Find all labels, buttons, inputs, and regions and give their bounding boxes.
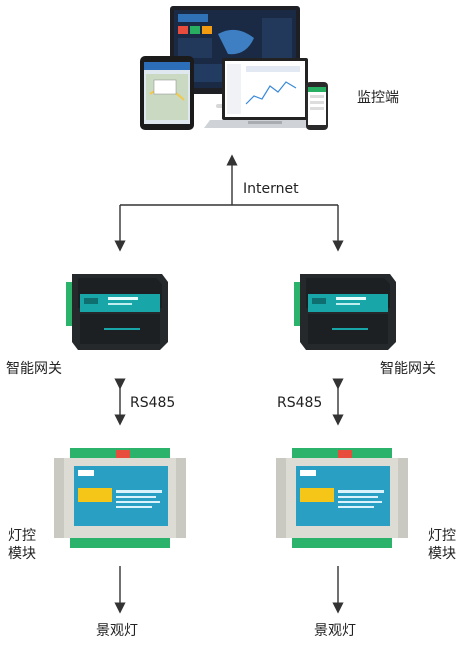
light-module-label-right: 灯控 模块 <box>428 528 456 563</box>
monitor-devices-illustration <box>140 6 328 130</box>
light-module-label-right-line2: 模块 <box>428 545 456 562</box>
light-module-label-left-line2: 模块 <box>8 545 36 562</box>
gateway-device-right <box>294 274 396 350</box>
rs485-label-right: RS485 <box>277 395 323 411</box>
gateway-device-left <box>66 274 168 350</box>
rs485-label-left: RS485 <box>130 395 176 411</box>
light-module-label-right-line1: 灯控 <box>428 528 456 544</box>
monitor-label: 监控端 <box>357 90 399 106</box>
light-module-label-left-line1: 灯控 <box>8 528 36 544</box>
light-control-module-left <box>54 448 186 548</box>
gateway-label-left: 智能网关 <box>6 361 62 377</box>
internet-label: Internet <box>243 181 299 197</box>
light-control-module-right <box>276 448 408 548</box>
landscape-light-label-left: 景观灯 <box>96 623 138 639</box>
gateway-label-right: 智能网关 <box>380 361 436 377</box>
landscape-light-label-right: 景观灯 <box>314 623 356 639</box>
light-module-label-left: 灯控 模块 <box>8 528 36 563</box>
